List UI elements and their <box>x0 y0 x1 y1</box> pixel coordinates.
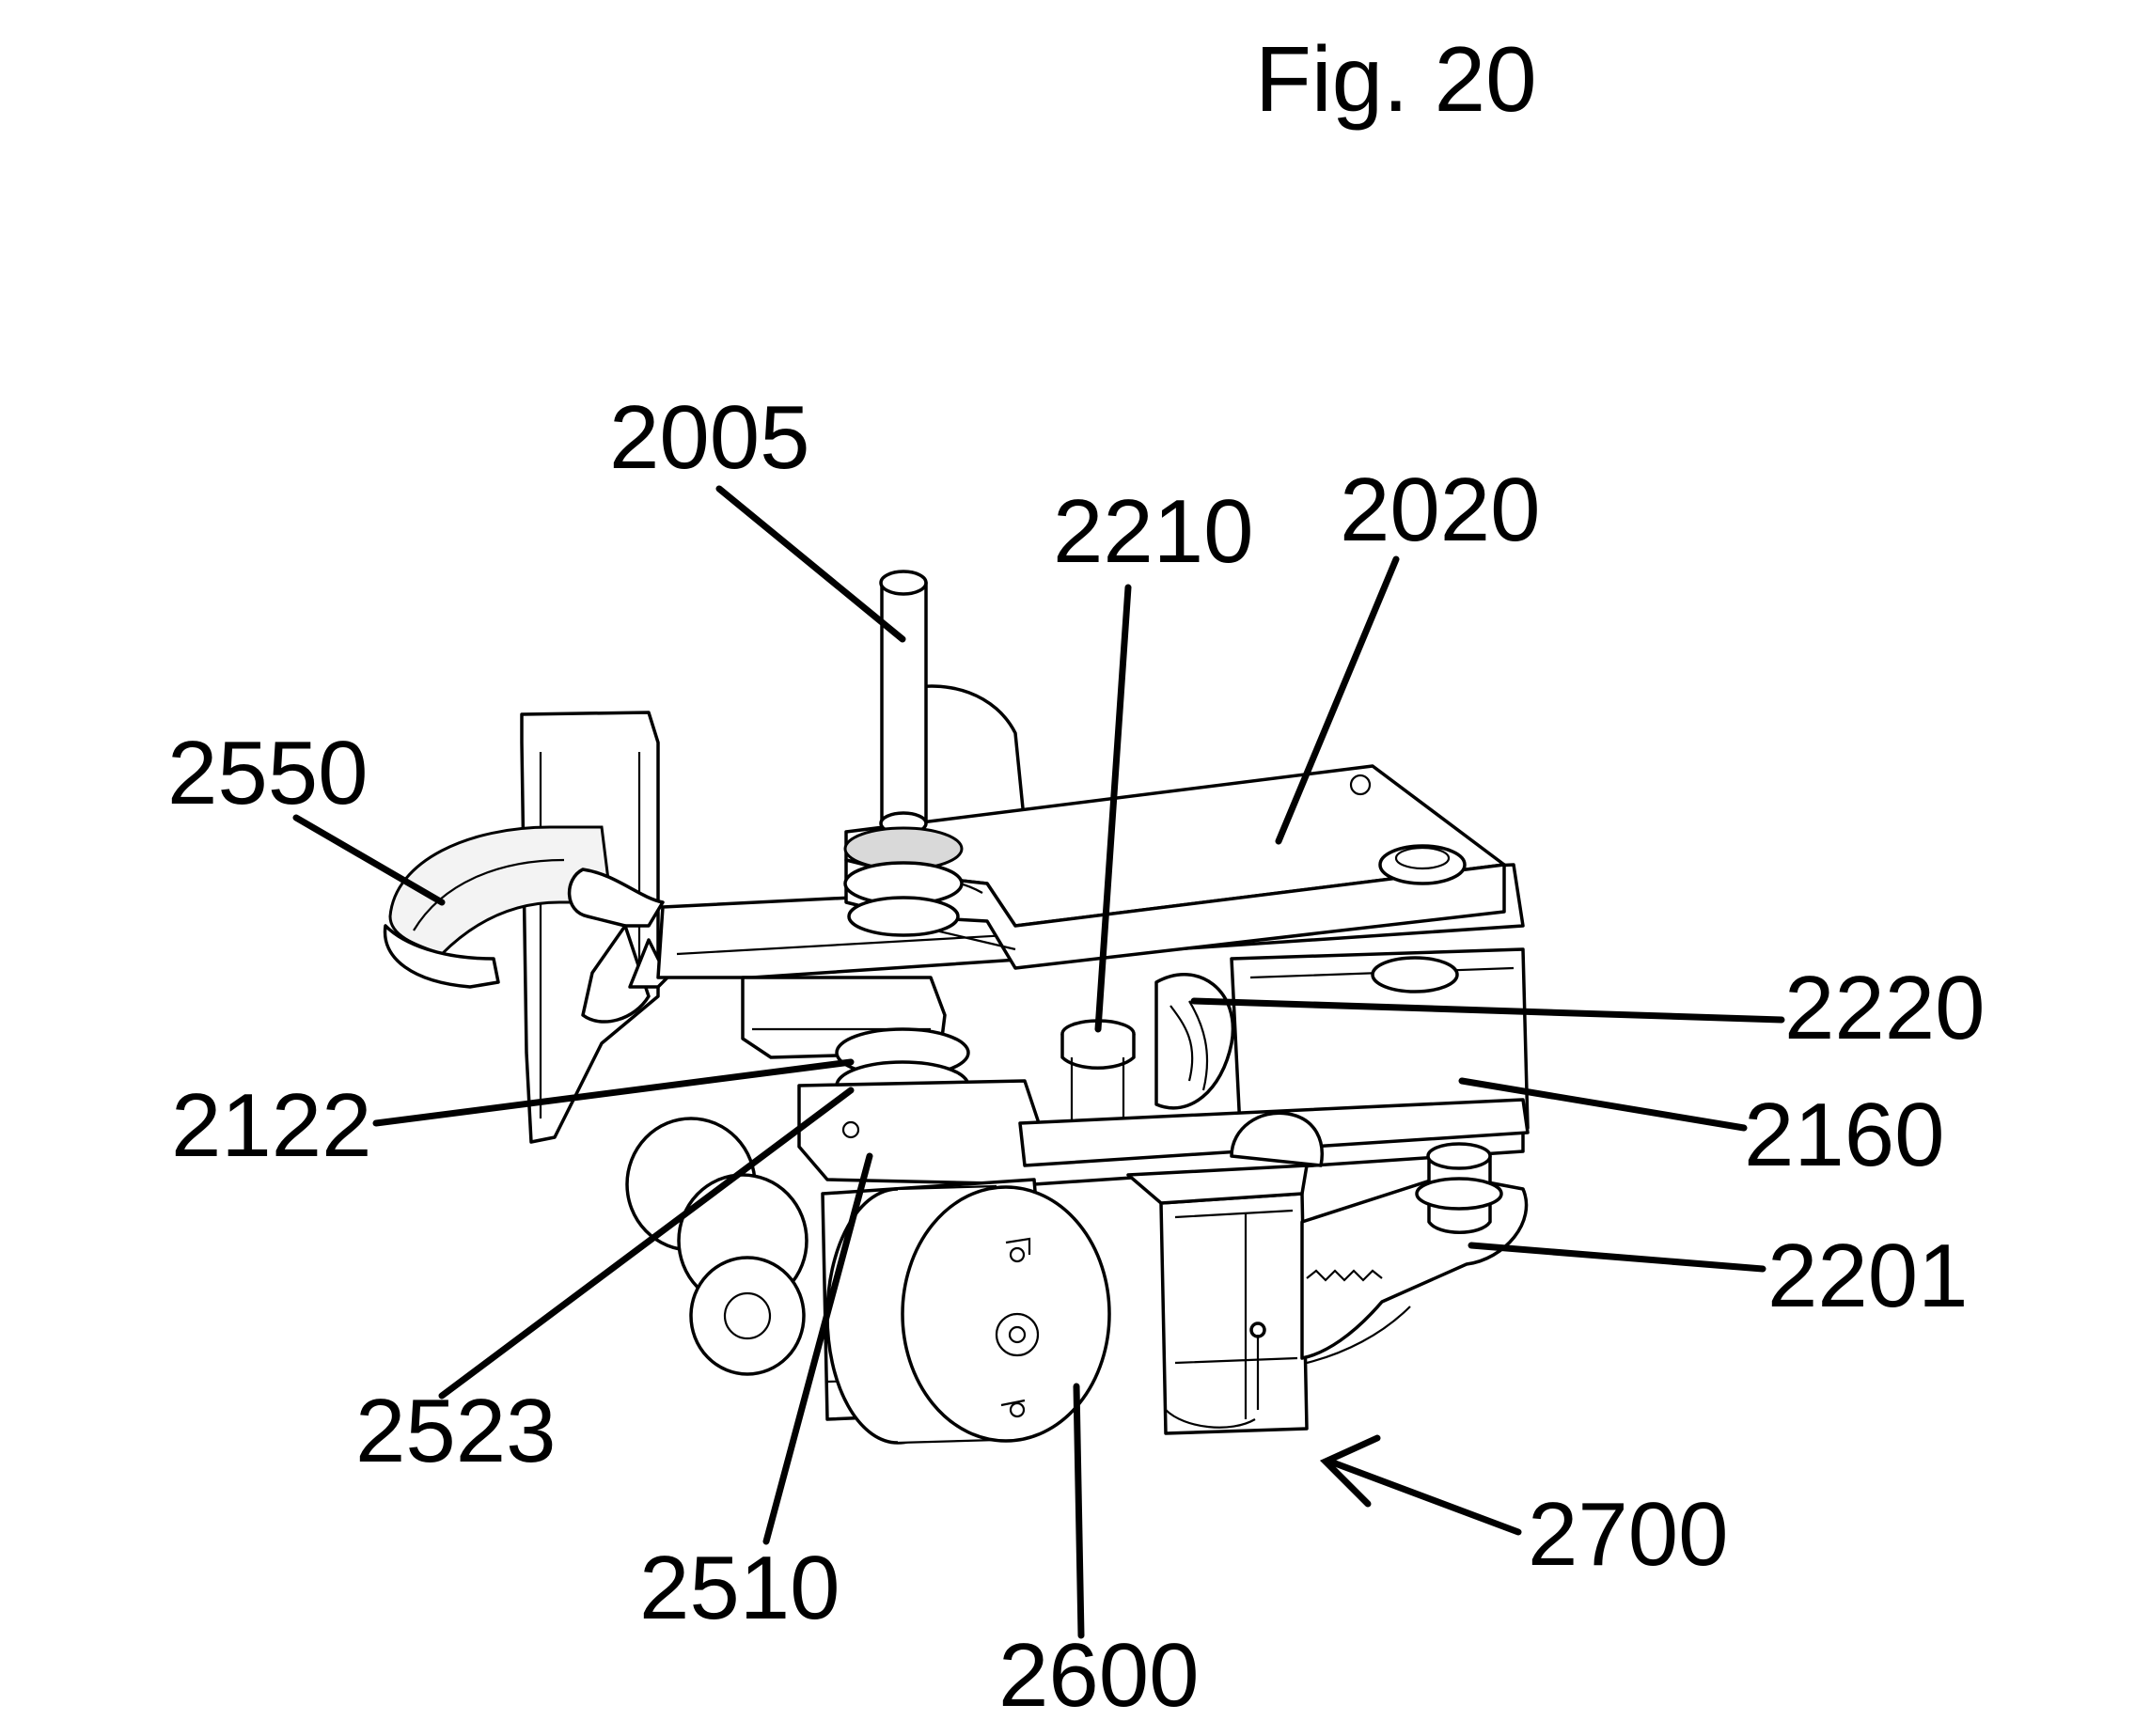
leader-2600 <box>1073 1383 1085 1639</box>
leader-2005 <box>715 485 906 643</box>
assembly-drawing <box>383 570 1530 1445</box>
ref-2160: 2160 <box>1744 1085 1945 1185</box>
ref-2122: 2122 <box>171 1075 372 1176</box>
leader-2220 <box>1190 997 1785 1024</box>
leader-2201 <box>1468 1242 1766 1273</box>
ref-2523: 2523 <box>355 1381 557 1481</box>
leader-2550 <box>292 814 446 906</box>
ref-2005: 2005 <box>609 387 810 488</box>
ref-2220: 2220 <box>1784 958 1986 1058</box>
leader-2160 <box>1458 1077 1748 1132</box>
leader-2700 <box>1319 1434 1522 1536</box>
leader-lines <box>292 485 1785 1639</box>
leader-2210 <box>1094 584 1132 1033</box>
ref-2210: 2210 <box>1053 481 1254 582</box>
ref-2510: 2510 <box>639 1538 840 1638</box>
reference-numerals: 2005 2020 2210 2550 2220 2122 2160 2201 … <box>167 387 1986 1726</box>
ref-2550: 2550 <box>167 723 369 823</box>
leader-2510 <box>762 1152 873 1545</box>
ref-2700: 2700 <box>1528 1484 1729 1585</box>
ref-2201: 2201 <box>1767 1226 1969 1326</box>
ref-2600: 2600 <box>998 1625 1200 1726</box>
leader-2122 <box>372 1058 855 1127</box>
leader-2020 <box>1275 555 1400 845</box>
figure-title: Fig. 20 <box>1255 27 1537 131</box>
leader-2523 <box>438 1087 855 1400</box>
ref-2020: 2020 <box>1340 460 1541 560</box>
